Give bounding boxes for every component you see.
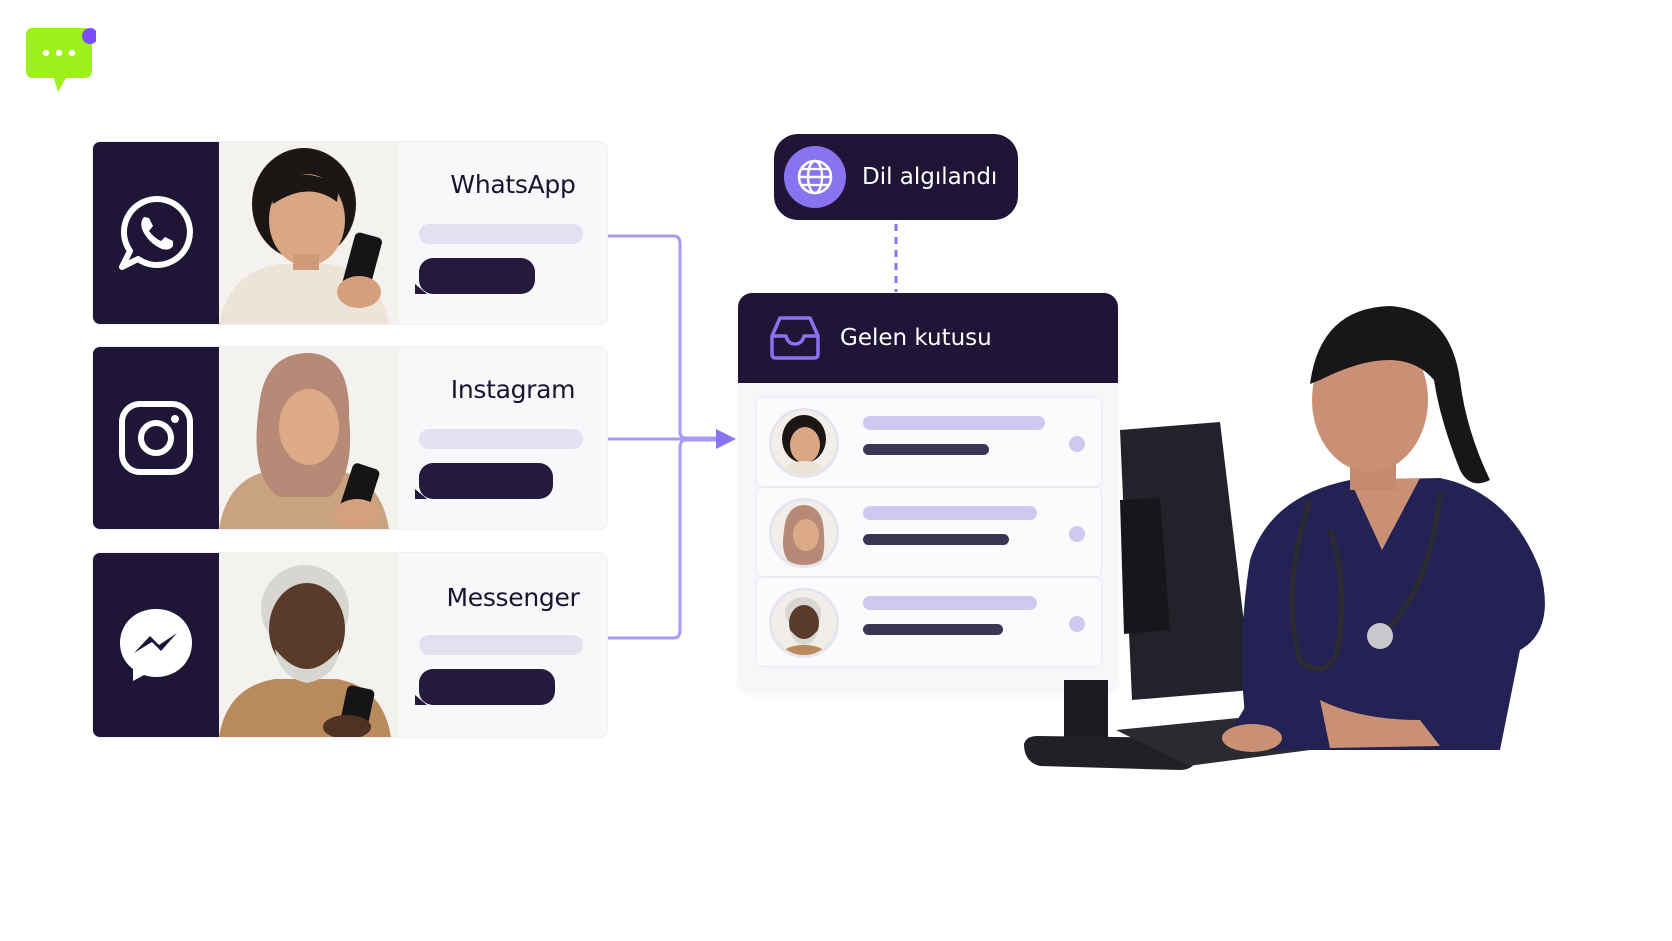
inbox-tray-icon [768, 314, 822, 362]
message-placeholder-dark [419, 463, 553, 499]
channel-card-instagram: Instagram [92, 346, 608, 530]
dashed-connector [894, 224, 898, 292]
channel-label: WhatsApp [450, 170, 576, 199]
channel-card-whatsapp: WhatsApp [92, 141, 608, 325]
preview-line [863, 444, 989, 455]
avatar [769, 588, 839, 658]
language-detected-badge: Dil algılandı [774, 134, 1018, 220]
message-placeholder-light [419, 224, 583, 244]
inbox-conversation-row[interactable] [756, 577, 1102, 667]
message-placeholder-light [419, 429, 583, 449]
message-placeholder-dark [419, 258, 535, 294]
connector-lines [608, 234, 736, 640]
globe-icon [784, 146, 846, 208]
message-placeholder-light [419, 635, 583, 655]
preview-line [863, 624, 1003, 635]
avatar [769, 408, 839, 478]
customer-photo-man [219, 553, 399, 737]
bubble-tail [415, 489, 427, 499]
bubble-tail [415, 695, 427, 705]
customer-photo-woman-1 [219, 142, 399, 324]
preview-line [863, 416, 1045, 430]
inbox-title: Gelen kutusu [840, 325, 992, 351]
language-detected-label: Dil algılandı [862, 164, 998, 190]
messenger-icon [93, 553, 219, 737]
inbox-panel: Gelen kutusu [738, 293, 1118, 693]
channel-label: Messenger [446, 583, 580, 612]
instagram-icon [93, 347, 219, 529]
preview-line [863, 534, 1009, 545]
inbox-conversation-row[interactable] [756, 487, 1102, 577]
channel-card-messenger: Messenger [92, 552, 608, 738]
message-placeholder-dark [419, 669, 555, 705]
channel-label: Instagram [450, 375, 576, 404]
preview-line [863, 596, 1037, 610]
avatar [769, 498, 839, 568]
preview-line [863, 506, 1037, 520]
inbox-conversation-row[interactable] [756, 397, 1102, 487]
unread-dot [1069, 616, 1085, 632]
unread-dot [1069, 436, 1085, 452]
unread-dot [1069, 526, 1085, 542]
customer-photo-woman-2 [219, 347, 399, 529]
app-logo [26, 26, 96, 96]
inbox-header: Gelen kutusu [738, 293, 1118, 383]
bubble-tail [415, 284, 427, 294]
agent-illustration [1020, 300, 1560, 780]
whatsapp-icon [93, 142, 219, 324]
